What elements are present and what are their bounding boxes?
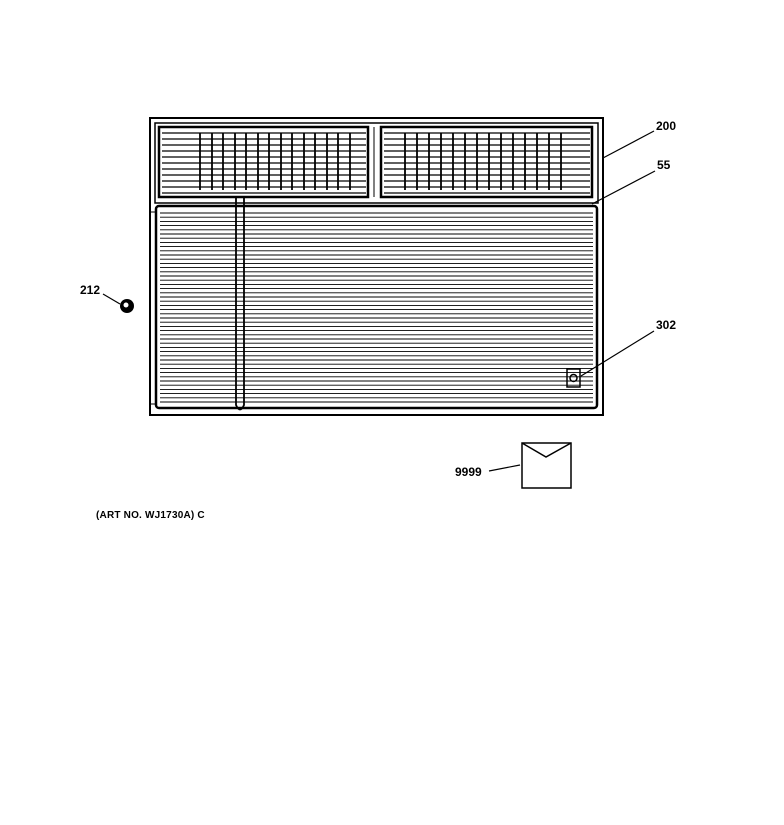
knob-icon [120, 299, 134, 313]
callout-9999: 9999 [455, 465, 482, 479]
callout-302: 302 [656, 318, 676, 332]
filter-pull-tab [235, 198, 245, 411]
leader-lines [102, 130, 656, 472]
right-louver [379, 125, 594, 199]
envelope-icon [521, 442, 572, 489]
art-number: (ART NO. WJ1730A) C [96, 510, 205, 521]
callout-212: 212 [80, 283, 100, 297]
left-louver [157, 125, 370, 199]
filter-access-icon [566, 368, 581, 388]
callout-55: 55 [657, 158, 671, 172]
front-bezel [149, 117, 604, 416]
front-grille [150, 198, 599, 411]
callout-200: 200 [656, 119, 676, 133]
